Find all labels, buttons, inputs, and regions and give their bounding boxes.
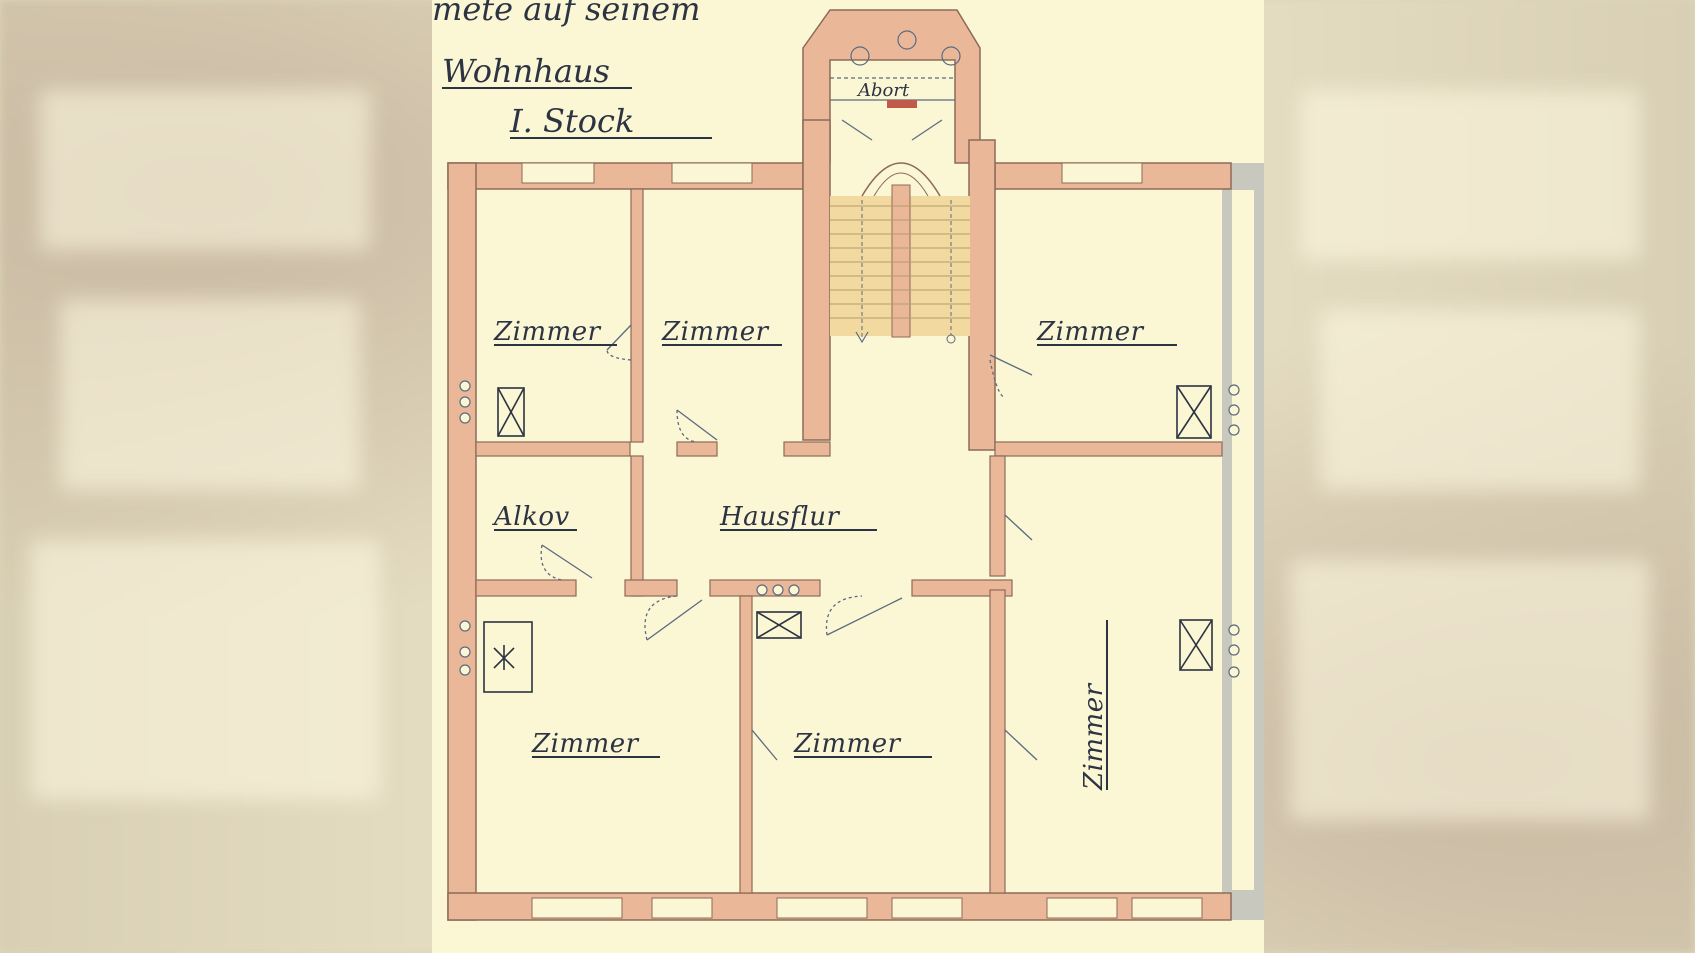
staircase (830, 162, 970, 344)
room-label-zimmer: Zimmer (493, 317, 602, 347)
internal-walls (475, 188, 1223, 894)
room-label-hausflur: Hausflur (719, 502, 840, 532)
room-label-alkov: Alkov (492, 502, 570, 532)
floor-plan-panel: mete auf seinem Wohnhaus I. Stock Abort … (432, 0, 1264, 953)
chimney-flues (459, 380, 1240, 678)
floor-plan-drawing: mete auf seinem Wohnhaus I. Stock Abort … (432, 0, 1264, 921)
outer-walls (447, 9, 1232, 921)
blurred-background-block (1320, 310, 1640, 490)
title-line-1: Wohnhaus (442, 52, 610, 90)
room-label-zimmer: Zimmer (793, 729, 902, 759)
room-label-zimmer: Zimmer (1036, 317, 1145, 347)
room-label-abort: Abort (856, 80, 910, 101)
room-label-zimmer: Zimmer (531, 729, 640, 759)
blurred-background-block (1300, 90, 1640, 260)
stove-icons (483, 385, 1213, 693)
neighbor-wall-gap (1232, 190, 1254, 890)
blurred-background-block (40, 90, 370, 250)
title-line-2: I. Stock (509, 102, 634, 140)
blurred-background-block (30, 540, 380, 800)
room-label-zimmer: Zimmer (1079, 682, 1109, 791)
blurred-background-block (1290, 560, 1650, 820)
doors (540, 324, 1038, 761)
header-fragment: mete auf seinem (432, 0, 700, 28)
room-label-zimmer-rotated-group: Zimmer (1079, 620, 1109, 791)
abort-fixtures (830, 30, 961, 141)
windows (521, 162, 1203, 919)
room-label-zimmer: Zimmer (661, 317, 770, 347)
blurred-background-block (60, 300, 360, 490)
